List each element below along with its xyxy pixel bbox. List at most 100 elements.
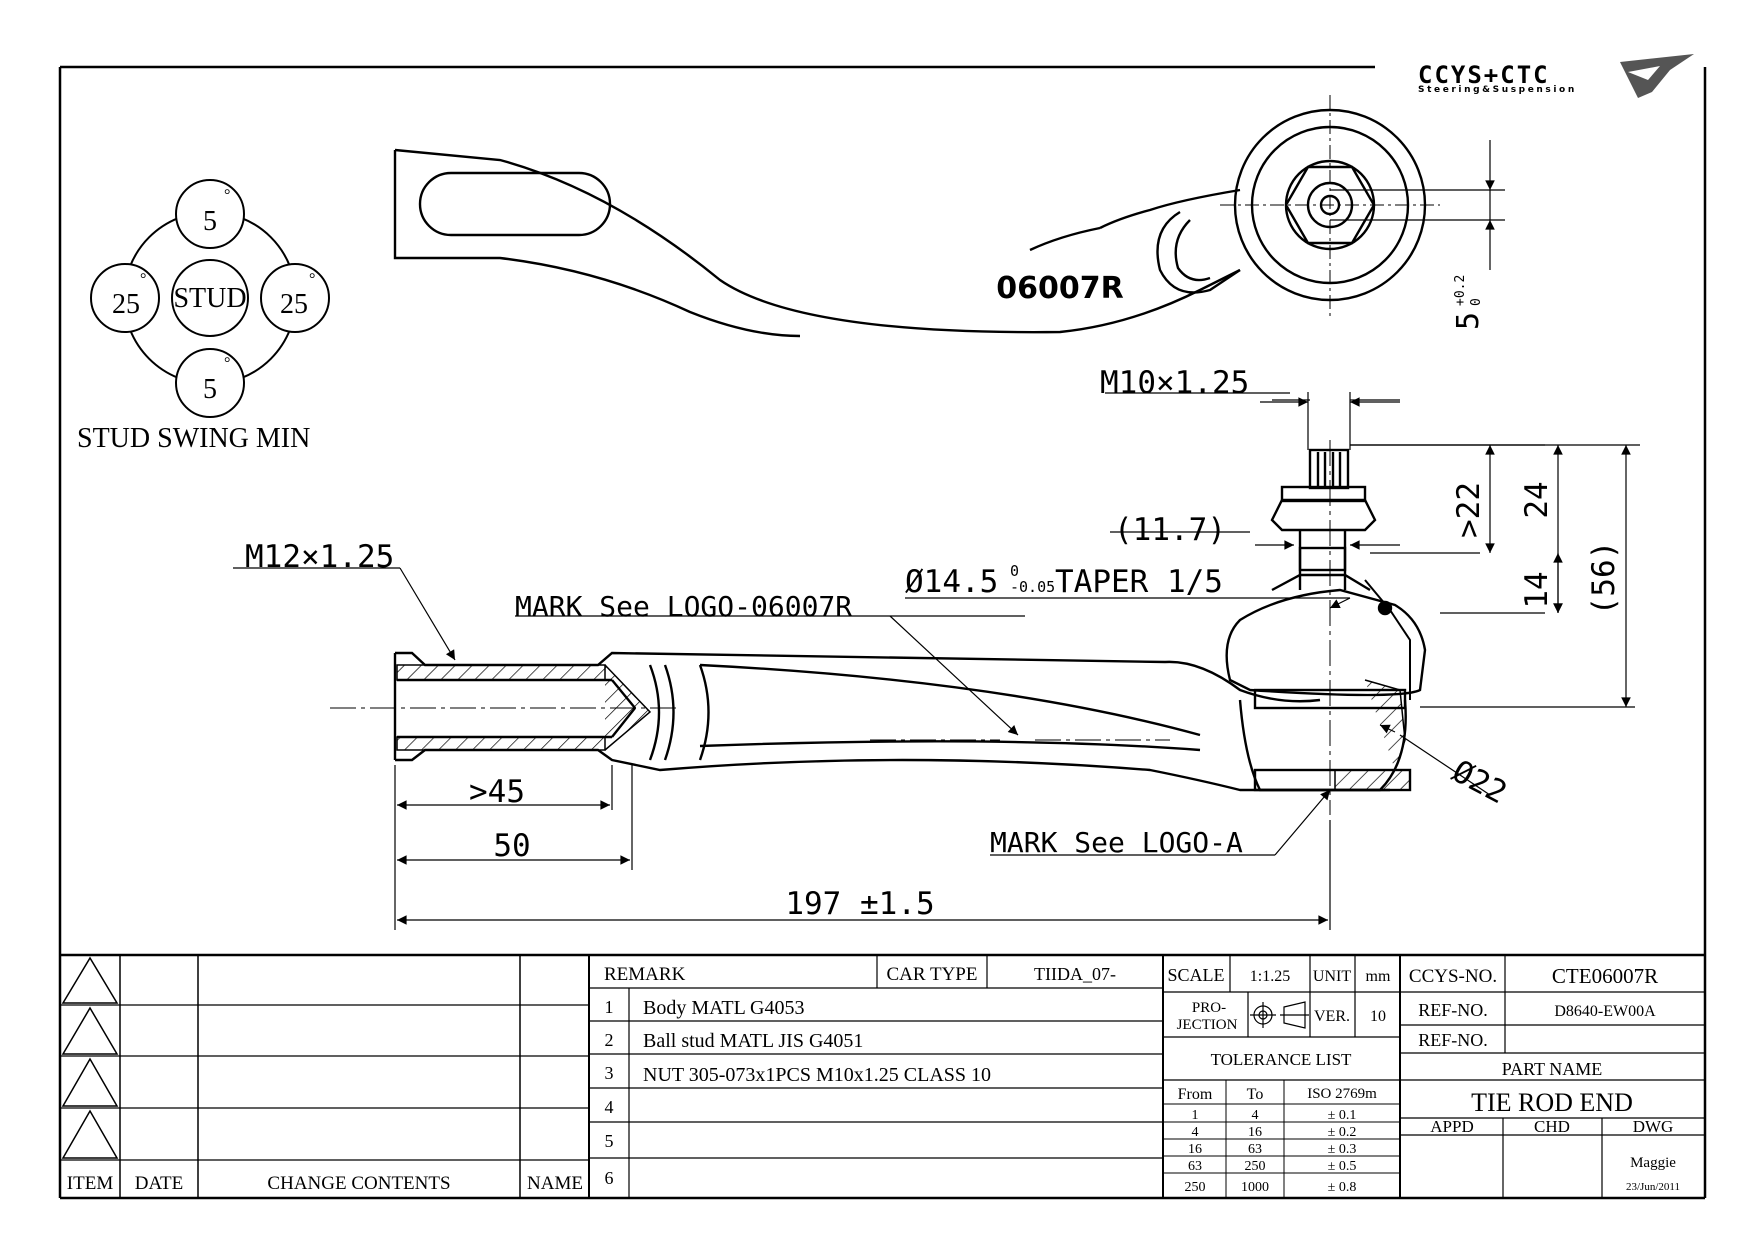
tol-from: 250: [1185, 1180, 1206, 1195]
ref-no-label: REF-NO.: [1418, 1030, 1488, 1050]
mark-logo-a: MARK See LOGO-A: [990, 826, 1243, 859]
dim-diameter-22: Ø22: [1446, 753, 1512, 811]
degree-symbol: °: [140, 271, 146, 288]
projection-label: JECTION: [1177, 1017, 1238, 1033]
tie-rod-end-top-view: [393, 108, 1427, 338]
slot-tolerance-upper: +0.2: [1453, 275, 1468, 306]
scale-label: SCALE: [1167, 965, 1224, 985]
dwg-drawer-name: Maggie: [1630, 1155, 1676, 1171]
remark-no: 6: [605, 1168, 614, 1188]
ref-no-value: D8640-EW00A: [1554, 1003, 1656, 1020]
slot-tolerance-main: 5: [1451, 312, 1486, 330]
remark-text: NUT 305-073x1PCS M10x1.25 CLASS 10: [643, 1064, 991, 1086]
taper-ratio: TAPER 1/5: [1055, 564, 1223, 600]
body-thread-spec: M12×1.25: [245, 539, 394, 575]
taper-tol-upper: 0: [1010, 562, 1019, 580]
stud-swing-caption: STUD SWING MIN: [77, 423, 310, 454]
tol-from: 63: [1188, 1159, 1202, 1174]
tol-value: ± 0.3: [1328, 1142, 1357, 1157]
part-name-label: PART NAME: [1502, 1059, 1602, 1079]
header-name: NAME: [527, 1173, 583, 1194]
car-type-value: TIIDA_07-: [1034, 964, 1116, 984]
degree-symbol: °: [309, 271, 315, 288]
slot-tolerance-lower: 0: [1469, 298, 1484, 306]
logo-wing-icon: [1620, 54, 1694, 98]
header-change-contents: CHANGE CONTENTS: [267, 1173, 450, 1194]
appd-label: APPD: [1430, 1117, 1473, 1136]
remark-text: Ball stud MATL JIS G4051: [643, 1030, 863, 1052]
tolerance-title: TOLERANCE LIST: [1211, 1050, 1352, 1069]
tol-value: ± 0.1: [1328, 1108, 1357, 1123]
ver-value: 10: [1370, 1008, 1386, 1025]
car-type-label: CAR TYPE: [887, 964, 978, 985]
tol-header-from: From: [1178, 1086, 1213, 1103]
scale-value: 1:1.25: [1250, 968, 1290, 985]
ref-no-label: REF-NO.: [1418, 1000, 1488, 1020]
part-mark-label: 06007R: [996, 271, 1123, 306]
remark-no: 5: [605, 1131, 614, 1151]
projection-label: PRO-: [1192, 1000, 1226, 1016]
dwg-date: 23/Jun/2011: [1626, 1181, 1680, 1193]
tol-from: 16: [1188, 1142, 1202, 1157]
ver-label: VER.: [1314, 1008, 1350, 1025]
remark-text: Body MATL G4053: [643, 997, 804, 1019]
top-view-centerlines: [1220, 95, 1440, 318]
stud-thread-spec: M10×1.25: [1100, 365, 1249, 401]
slot-dimension: [1330, 140, 1505, 270]
unit-label: UNIT: [1313, 968, 1351, 985]
stud-swing-bottom-value: 5: [203, 374, 217, 405]
tol-header-to: To: [1247, 1086, 1264, 1103]
ccys-no-value: CTE06007R: [1552, 964, 1658, 988]
dim-22: >22: [1451, 482, 1487, 538]
dwg-label: DWG: [1633, 1117, 1674, 1136]
remark-header: REMARK: [604, 964, 686, 985]
tol-to: 4: [1252, 1108, 1259, 1123]
tol-header-iso: ISO 2769m: [1307, 1086, 1377, 1102]
tol-from: 1: [1192, 1108, 1199, 1123]
header-item: ITEM: [67, 1173, 114, 1194]
part-name-value: TIE ROD END: [1471, 1088, 1633, 1117]
projection-symbol-icon: [1250, 1001, 1309, 1029]
ccys-no-label: CCYS-NO.: [1409, 966, 1497, 987]
tol-to: 16: [1248, 1125, 1262, 1140]
dim-50: 50: [493, 828, 530, 864]
dim-45: >45: [469, 774, 525, 810]
stud-swing-top-value: 5: [203, 206, 217, 237]
tol-value: ± 0.8: [1328, 1180, 1357, 1195]
tol-value: ± 0.5: [1328, 1159, 1357, 1174]
remark-no: 3: [605, 1063, 614, 1083]
company-logo: CCYS+CTC Steering&Suspension: [1418, 54, 1694, 98]
tol-value: ± 0.2: [1328, 1125, 1357, 1140]
dim-11-7: (11.7): [1114, 512, 1226, 548]
stud-swing-left-value: 25: [112, 289, 140, 320]
dim-56: (56): [1586, 541, 1622, 616]
taper-tol-lower: -0.05: [1010, 578, 1055, 596]
logo-tagline: Steering&Suspension: [1418, 85, 1577, 95]
remark-no: 4: [605, 1097, 614, 1117]
taper-diameter: Ø14.5: [905, 564, 998, 600]
taper-spec: Ø14.5 0 -0.05 TAPER 1/5: [905, 562, 1223, 600]
dimension-lines: [233, 392, 1640, 930]
revision-triangles: [61, 956, 119, 1159]
side-view-centerlines: [330, 440, 1331, 815]
dim-24: 24: [1519, 481, 1555, 518]
stud-swing-right-value: 25: [280, 289, 308, 320]
logo-brand: CCYS+CTC: [1418, 61, 1550, 89]
degree-symbol: °: [224, 187, 230, 204]
remark-no: 1: [605, 997, 614, 1017]
sheet-border: [58, 65, 1707, 1200]
unit-value: mm: [1366, 968, 1391, 985]
tol-to: 1000: [1241, 1180, 1269, 1195]
degree-symbol: °: [224, 355, 230, 372]
tol-to: 250: [1245, 1159, 1266, 1174]
title-block-grid: [60, 953, 1705, 1198]
mark-logo-06007r: MARK See LOGO-06007R: [515, 590, 852, 623]
tol-from: 4: [1192, 1125, 1199, 1140]
stud-swing-diagram: [90, 179, 330, 418]
dim-197: 197 ±1.5: [785, 886, 934, 922]
remark-no: 2: [605, 1030, 614, 1050]
tol-to: 63: [1248, 1142, 1262, 1157]
chd-label: CHD: [1534, 1117, 1570, 1136]
header-date: DATE: [135, 1173, 184, 1194]
